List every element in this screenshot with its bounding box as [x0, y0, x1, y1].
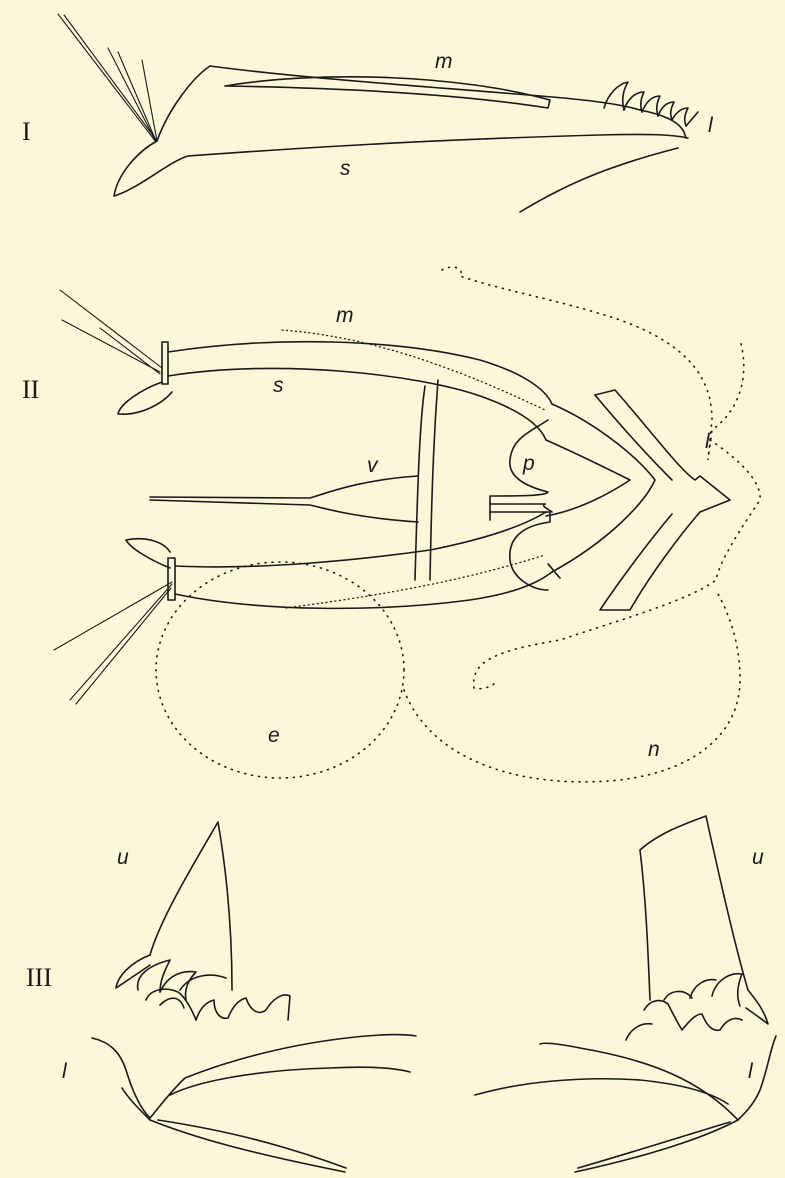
figure-I-setae — [58, 14, 157, 142]
figure-I-teeth — [604, 82, 698, 126]
figure-III-left-mandible — [92, 822, 416, 1172]
figure-II-label-v: v — [367, 454, 379, 477]
figure-I-label-l: l — [708, 114, 714, 137]
figure-I-label-s: s — [340, 157, 351, 180]
figure-II-label-m: m — [336, 304, 354, 327]
figure-II-lower-arm — [54, 512, 560, 704]
figure-numeral-III: III — [26, 963, 52, 992]
figure-II-label-p: p — [522, 452, 535, 475]
figure-II: II — [22, 267, 760, 782]
figure-II-upper-arm — [60, 290, 552, 440]
figure-II-label-e: e — [268, 724, 280, 747]
figure-III: III — [26, 816, 776, 1172]
figure-I-label-m: m — [435, 50, 453, 73]
figure-II-structure-v — [150, 380, 438, 580]
figure-II-structure-p — [490, 420, 552, 590]
figure-III-right-mandible — [475, 816, 776, 1172]
figure-II-central-v — [546, 390, 730, 610]
figure-III-label-u-left: u — [117, 846, 129, 869]
figure-numeral-I: I — [22, 117, 31, 146]
figure-III-label-l-left: l — [62, 1060, 68, 1083]
figure-I-mandible — [114, 66, 688, 212]
figure-II-label-s: s — [273, 374, 284, 397]
figure-I: I m l s — [22, 14, 714, 212]
figure-II-label-n: n — [648, 738, 660, 761]
figure-II-circle-e — [156, 562, 404, 778]
figure-III-label-u-right: u — [752, 846, 764, 869]
figure-numeral-II: II — [22, 375, 39, 404]
figure-III-label-l-right: l — [748, 1060, 754, 1083]
